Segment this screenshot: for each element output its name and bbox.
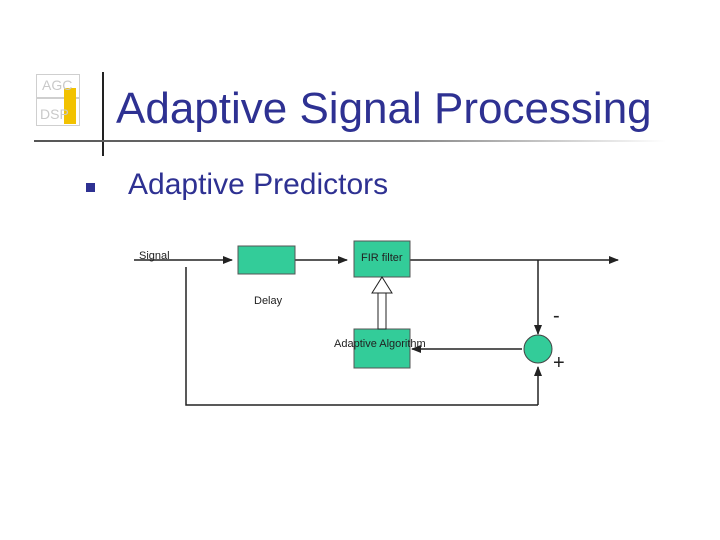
logo-bar: [64, 88, 76, 124]
minus-sign: -: [553, 305, 560, 327]
bullet-marker: [86, 183, 95, 192]
title-vertical-rule: [102, 72, 104, 156]
adaptive-algorithm-block: [353, 328, 411, 369]
fir-filter-block: [353, 240, 411, 278]
delay-label: Delay: [254, 295, 283, 307]
fir-filter-label: FIR filter: [361, 252, 403, 264]
signal-label: Signal: [139, 250, 170, 262]
logo-box-top: [36, 74, 80, 98]
plus-sign: +: [553, 352, 565, 374]
logo-text-top: AGC: [42, 77, 73, 93]
logo-text-bottom: DSP: [40, 106, 69, 122]
feedback-loop-line: [185, 267, 538, 406]
coefficient-update-shaft: [377, 291, 387, 330]
summing-junction: [523, 334, 553, 364]
bullet-item: Adaptive Predictors: [128, 168, 389, 201]
adaptive-algorithm-label: Adaptive Algorithm: [334, 338, 426, 350]
page-title: Adaptive Signal Processing: [116, 84, 652, 133]
coefficient-update-arrowhead: [371, 276, 393, 294]
delay-block: [237, 245, 296, 275]
title-horizontal-rule: [34, 140, 666, 142]
